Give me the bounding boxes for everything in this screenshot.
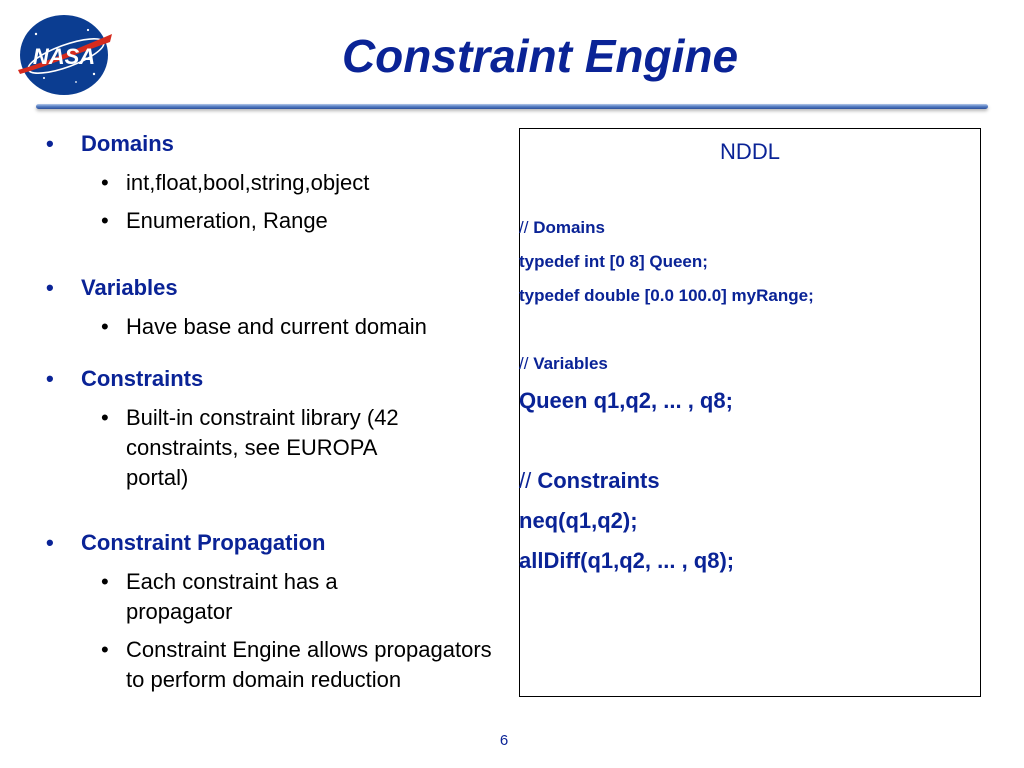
section-heading-label: Constraint Propagation bbox=[81, 530, 326, 555]
bullet-list: • Domains • int,float,bool,string,object… bbox=[46, 128, 492, 695]
page-number: 6 bbox=[499, 732, 509, 749]
code-comment-domains: // Domains bbox=[519, 211, 981, 245]
slide-title: Constraint Engine bbox=[341, 30, 739, 82]
list-item: • Enumeration, Range bbox=[46, 206, 486, 236]
section-heading: • Constraint Propagation bbox=[46, 527, 486, 559]
list-item-text: int,float,bool,string,object bbox=[126, 170, 370, 195]
code-blank-line bbox=[519, 313, 981, 347]
code-line: typedef int [0 8] Queen; bbox=[519, 252, 708, 271]
list-item-text: Built-in constraint library (42 constrai… bbox=[126, 405, 399, 490]
nddl-code-listing: // Domains typedef int [0 8] Queen; type… bbox=[519, 211, 981, 581]
comment-text: Domains bbox=[533, 218, 605, 237]
list-item: • int,float,bool,string,object bbox=[46, 168, 486, 198]
bullet-marker: • bbox=[101, 637, 109, 662]
section-heading-label: Domains bbox=[81, 131, 174, 156]
list-item-text: Have base and current domain bbox=[126, 314, 427, 339]
section-constraint-propagation: • Constraint Propagation • Each constrai… bbox=[46, 527, 492, 695]
section-heading-label: Variables bbox=[81, 275, 178, 300]
bullet-marker: • bbox=[101, 405, 109, 430]
code-line: Queen q1,q2, ... , q8; bbox=[519, 388, 733, 413]
title-divider bbox=[36, 104, 988, 109]
section-domains: • Domains • int,float,bool,string,object… bbox=[46, 128, 486, 236]
list-item: • Built-in constraint library (42 constr… bbox=[46, 403, 426, 493]
comment-prefix: // bbox=[519, 218, 529, 237]
code-line: typedef double [0.0 100.0] myRange; bbox=[519, 286, 814, 305]
list-item-text: Enumeration, Range bbox=[126, 208, 328, 233]
bullet-marker: • bbox=[101, 208, 109, 233]
list-item-text: Constraint Engine allows propagators to … bbox=[126, 637, 492, 692]
section-heading: • Constraints bbox=[46, 363, 486, 395]
bullet-marker: • bbox=[46, 530, 54, 555]
code-panel-heading: NDDL bbox=[720, 139, 780, 164]
section-constraints: • Constraints • Built-in constraint libr… bbox=[46, 363, 486, 493]
nasa-logo-icon: NASA bbox=[14, 12, 114, 98]
code-line: allDiff(q1,q2, ... , q8); bbox=[519, 548, 735, 573]
code-blank-line bbox=[519, 421, 981, 461]
comment-prefix: // bbox=[519, 468, 532, 493]
bullet-marker: • bbox=[46, 366, 54, 391]
bullet-marker: • bbox=[46, 275, 54, 300]
list-item-text: Each constraint has a propagator bbox=[126, 569, 338, 624]
bullet-marker: • bbox=[101, 314, 109, 339]
bullet-marker: • bbox=[101, 170, 109, 195]
code-line: neq(q1,q2); bbox=[519, 508, 638, 533]
bullet-marker: • bbox=[101, 569, 109, 594]
bullet-marker: • bbox=[46, 131, 54, 156]
nddl-code-box bbox=[519, 128, 981, 697]
list-item: • Have base and current domain bbox=[46, 312, 486, 342]
section-variables: • Variables • Have base and current doma… bbox=[46, 272, 486, 342]
code-comment-constraints: // Constraints bbox=[519, 461, 981, 501]
code-comment-variables: // Variables bbox=[519, 347, 981, 381]
logo-text: NASA bbox=[33, 44, 95, 69]
list-item: • Each constraint has a propagator bbox=[46, 567, 416, 627]
comment-text: Constraints bbox=[537, 468, 660, 493]
section-heading-label: Constraints bbox=[81, 366, 204, 391]
comment-text: Variables bbox=[533, 354, 608, 373]
comment-prefix: // bbox=[519, 354, 529, 373]
section-heading: • Domains bbox=[46, 128, 486, 160]
section-heading: • Variables bbox=[46, 272, 486, 304]
list-item: • Constraint Engine allows propagators t… bbox=[46, 635, 496, 695]
